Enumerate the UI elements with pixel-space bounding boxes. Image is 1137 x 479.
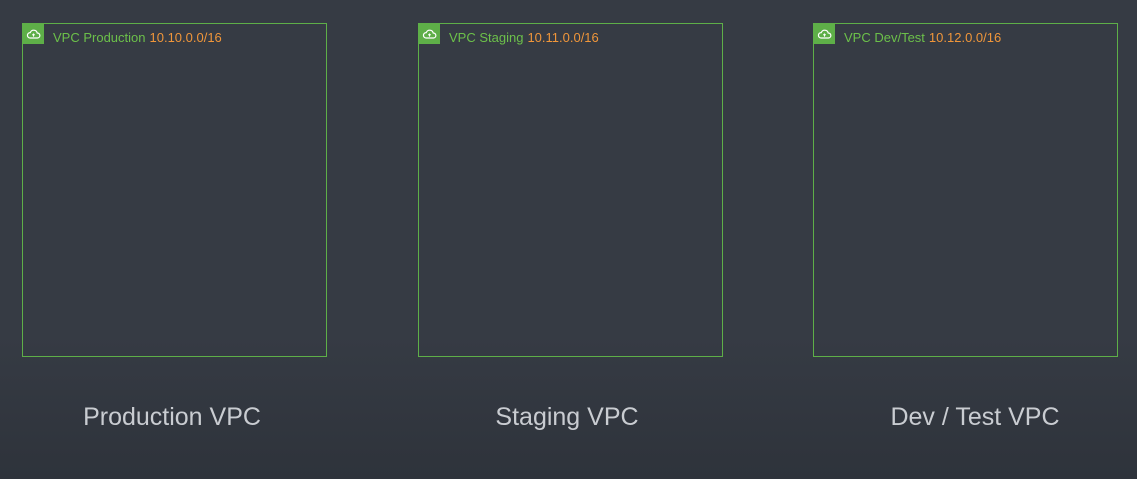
vpc-cidr-label: 10.10.0.0/16 xyxy=(149,29,222,45)
vpc-cloud-icon xyxy=(814,24,835,44)
vpc-staging-box[interactable]: VPC Staging 10.11.0.0/16 xyxy=(418,23,723,357)
production-vpc-caption: Production VPC xyxy=(83,403,261,431)
vpc-header: VPC Production 10.10.0.0/16 xyxy=(23,24,222,45)
vpc-name-label: VPC Production xyxy=(53,29,146,45)
vpc-cidr-label: 10.12.0.0/16 xyxy=(928,29,1002,45)
vpc-name-label: VPC Staging xyxy=(449,29,524,45)
vpc-header: VPC Dev/Test 10.12.0.0/16 xyxy=(814,24,1002,45)
staging-vpc-caption: Staging VPC xyxy=(495,403,639,431)
vpc-devtest-box[interactable]: VPC Dev/Test 10.12.0.0/16 xyxy=(813,23,1118,357)
devtest-vpc-caption: Dev / Test VPC xyxy=(890,403,1060,431)
vpc-cloud-icon xyxy=(23,24,44,44)
vpc-header: VPC Staging 10.11.0.0/16 xyxy=(419,24,599,45)
vpc-cidr-label: 10.11.0.0/16 xyxy=(527,29,599,45)
vpc-cloud-icon xyxy=(419,24,440,44)
vpc-production-box[interactable]: VPC Production 10.10.0.0/16 xyxy=(22,23,327,357)
vpc-name-label: VPC Dev/Test xyxy=(844,29,925,45)
